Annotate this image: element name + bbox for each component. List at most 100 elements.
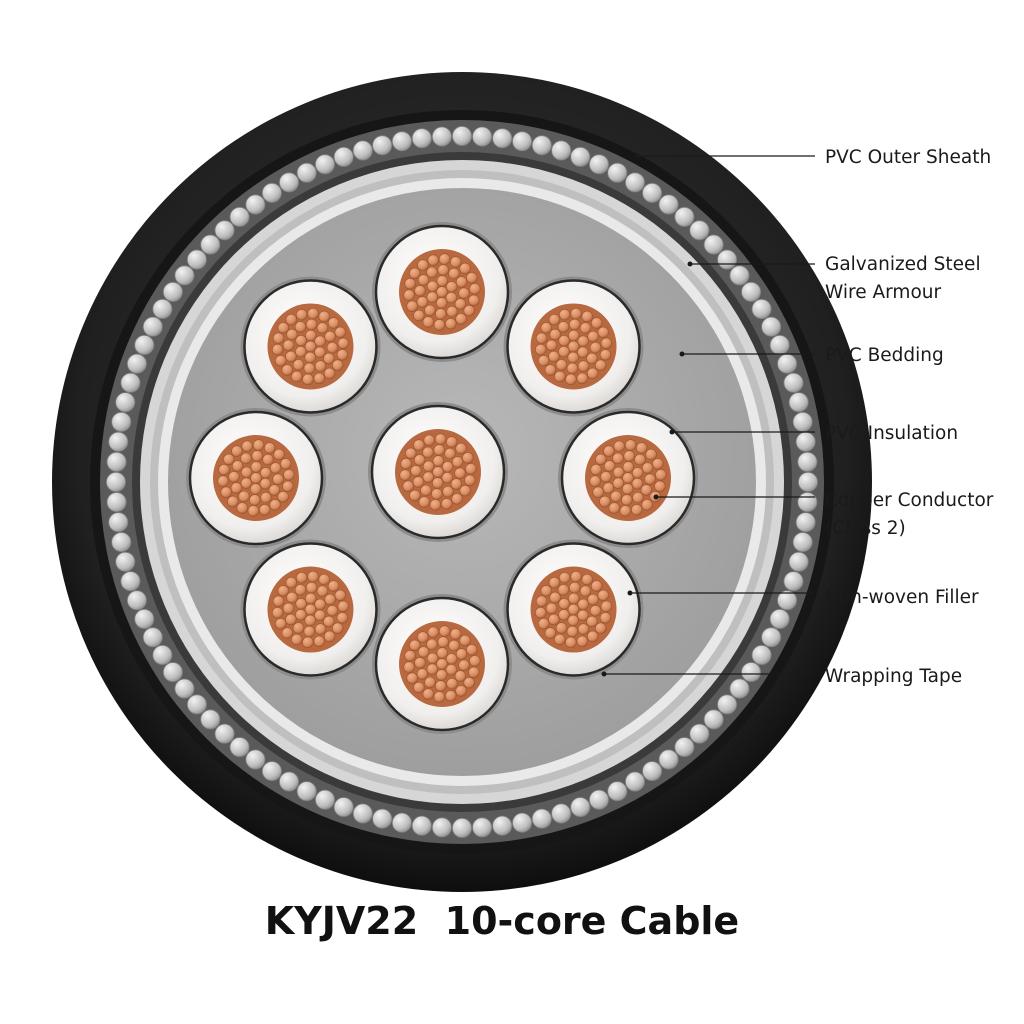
copper-strand	[313, 372, 325, 384]
copper-strand	[540, 322, 552, 334]
armour-wire	[278, 172, 299, 193]
copper-strand	[548, 613, 560, 626]
copper-strand	[581, 573, 593, 586]
label-conductor-line-1: Copper Conductor	[825, 490, 994, 511]
copper-strand	[587, 330, 599, 343]
leader-dot-outer-sheath	[635, 153, 641, 159]
copper-strand	[600, 471, 612, 483]
copper-strand	[404, 649, 416, 662]
armour-wire	[472, 817, 493, 838]
copper-strand	[230, 482, 243, 494]
copper-strand	[579, 322, 592, 334]
copper-strand	[568, 592, 580, 605]
copper-strand	[250, 483, 262, 495]
copper-strand	[567, 351, 579, 364]
copper-strand	[400, 458, 412, 470]
copper-strand	[600, 337, 613, 349]
copper-strand	[540, 585, 552, 597]
armour-wire	[741, 281, 762, 302]
armour-wire	[174, 678, 195, 699]
copper-strand	[442, 485, 454, 498]
copper-strand	[554, 633, 566, 646]
copper-strand	[305, 581, 318, 594]
copper-strand	[455, 685, 467, 697]
armour-wire	[162, 281, 183, 302]
copper-strand	[577, 346, 589, 358]
armour-wire	[492, 128, 513, 149]
copper-strand	[432, 477, 444, 489]
copper-strand	[641, 462, 654, 474]
copper-strand	[231, 445, 243, 457]
armour-wire	[391, 812, 412, 833]
copper-strand	[594, 622, 607, 634]
copper-strand	[652, 458, 664, 470]
copper-strand	[445, 318, 457, 330]
armour-wire	[689, 723, 710, 744]
armour-wire	[451, 818, 472, 839]
armour-wire	[333, 146, 354, 167]
copper-strand	[336, 612, 349, 624]
copper-strand	[462, 452, 474, 464]
label-conductor-line-2: (Class 2)	[825, 518, 906, 539]
armour-wire	[352, 803, 373, 824]
armour-wire	[108, 512, 129, 533]
copper-strand	[566, 362, 579, 375]
copper-strand	[240, 477, 253, 489]
armour-wire	[142, 316, 163, 337]
copper-strand	[577, 623, 590, 635]
copper-strand	[409, 267, 421, 279]
copper-strand	[632, 491, 644, 504]
copper-strand	[302, 636, 314, 649]
copper-strand	[592, 486, 604, 498]
leader-dot-filler	[627, 590, 633, 596]
copper-strand	[444, 447, 456, 460]
copper-strand	[251, 450, 263, 462]
armour-wire	[741, 662, 762, 683]
copper-strand	[250, 472, 262, 484]
copper-strand	[238, 490, 250, 503]
copper-strand	[271, 343, 284, 356]
armour-wire	[777, 353, 798, 374]
copper-strand	[544, 627, 557, 639]
copper-strand	[282, 602, 295, 615]
copper-strand	[272, 595, 285, 607]
armour-wire	[570, 146, 591, 167]
copper-strand	[454, 670, 467, 682]
armour-wire	[115, 392, 136, 413]
copper-strand	[406, 672, 418, 684]
copper-strand	[557, 584, 570, 596]
copper-strand	[469, 655, 481, 667]
armour-wire	[106, 492, 127, 513]
copper-strand	[413, 681, 425, 694]
copper-strand	[654, 480, 666, 492]
cable-core	[372, 222, 512, 362]
copper-strand	[231, 460, 244, 472]
copper-strand	[586, 367, 599, 380]
copper-strand	[445, 690, 457, 702]
copper-strand	[557, 321, 570, 333]
armour-wire	[134, 609, 155, 630]
armour-wire	[792, 411, 813, 432]
armour-wire	[261, 182, 282, 203]
copper-strand	[446, 436, 458, 448]
copper-strand	[423, 434, 435, 446]
copper-strand	[422, 688, 434, 700]
copper-strand	[577, 335, 589, 347]
label-steel-armour-line-1: Galvanized Steel	[825, 254, 981, 275]
copper-strand	[570, 307, 582, 320]
copper-strand	[558, 346, 570, 358]
armour-wire	[106, 471, 127, 492]
armour-wire	[642, 761, 663, 782]
copper-strand	[336, 349, 349, 361]
copper-strand	[458, 287, 470, 299]
armour-wire	[214, 723, 235, 744]
cable-core	[240, 539, 381, 680]
copper-strand	[455, 648, 468, 660]
copper-strand	[318, 310, 330, 323]
copper-strand	[434, 433, 447, 445]
copper-strand	[622, 472, 634, 484]
armour-wire	[411, 815, 432, 836]
copper-strand	[275, 617, 287, 630]
copper-strand	[567, 340, 580, 353]
